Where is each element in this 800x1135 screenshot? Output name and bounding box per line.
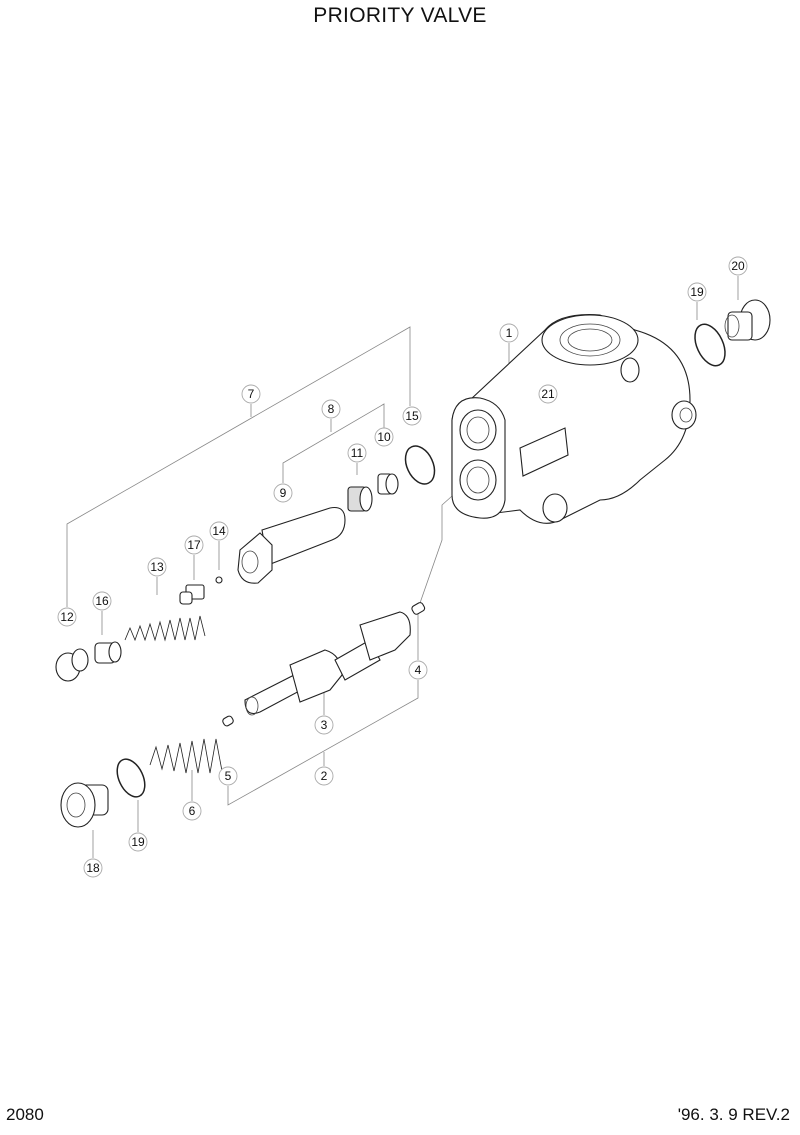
o-ring-part-19-bottom (116, 758, 146, 798)
svg-text:2: 2 (321, 769, 328, 783)
balloon-11: 11 (347, 443, 367, 463)
filter-part-11 (347, 486, 373, 512)
o-ring-part-15 (404, 445, 436, 485)
balloon-14: 14 (209, 521, 229, 541)
balloon-20: 20 (728, 256, 748, 276)
svg-text:11: 11 (351, 446, 364, 460)
balloon-21: 21 (538, 384, 558, 404)
svg-text:15: 15 (405, 409, 419, 423)
balloon-4: 4 (408, 660, 428, 680)
plug-part-20 (724, 299, 771, 341)
name-plate-part-21 (519, 427, 569, 477)
svg-text:7: 7 (248, 387, 255, 401)
balloon-13: 13 (147, 557, 167, 577)
balloon-1: 1 (499, 323, 519, 343)
svg-text:4: 4 (415, 663, 422, 677)
svg-text:6: 6 (189, 804, 196, 818)
balloon-5: 5 (218, 766, 238, 786)
pin-part-5 (222, 715, 234, 727)
balloon-10: 10 (374, 427, 394, 447)
balloon-6: 6 (182, 801, 202, 821)
revision-date: '96. 3. 9 REV.2 (677, 1105, 790, 1124)
poppet-part-17 (179, 584, 205, 605)
page-number: 2080 (6, 1105, 44, 1124)
o-ring-part-19-top (694, 323, 726, 367)
balloon-19-bottom: 19 (128, 832, 148, 852)
svg-text:18: 18 (86, 861, 100, 875)
plug-part-18 (60, 782, 109, 828)
pin-part-4 (411, 602, 426, 615)
spring-part-6 (149, 738, 223, 774)
ball-part-14 (215, 576, 223, 584)
svg-text:13: 13 (150, 560, 164, 574)
svg-text:21: 21 (541, 387, 555, 401)
svg-text:14: 14 (212, 524, 226, 538)
balloon-9: 9 (273, 483, 293, 503)
balloon-17: 17 (184, 535, 204, 555)
balloon-16: 16 (92, 591, 112, 611)
svg-text:8: 8 (328, 402, 335, 416)
balloon-19-top: 19 (687, 282, 707, 302)
diagram-title: PRIORITY VALVE (313, 4, 487, 27)
svg-text:16: 16 (95, 594, 109, 608)
svg-text:9: 9 (280, 486, 287, 500)
balloon-3: 3 (314, 715, 334, 735)
spring-part-13 (124, 615, 206, 642)
balloon-15: 15 (402, 406, 422, 426)
balloon-8: 8 (321, 399, 341, 419)
balloon-7: 7 (241, 384, 261, 404)
svg-text:10: 10 (377, 430, 391, 444)
plug-part-12 (55, 648, 89, 682)
svg-text:1: 1 (506, 326, 513, 340)
svg-text:12: 12 (60, 610, 74, 624)
svg-text:5: 5 (225, 769, 232, 783)
sleeve-part-16 (94, 641, 122, 664)
svg-text:19: 19 (690, 285, 704, 299)
valve-body-part-1 (451, 314, 697, 524)
svg-text:20: 20 (731, 259, 745, 273)
spool-part-3 (244, 611, 411, 716)
svg-text:19: 19 (131, 835, 145, 849)
balloon-2: 2 (314, 766, 334, 786)
svg-text:17: 17 (187, 538, 201, 552)
balloon-12: 12 (57, 607, 77, 627)
balloon-18: 18 (83, 858, 103, 878)
plug-part-9 (237, 506, 346, 584)
svg-text:3: 3 (321, 718, 328, 732)
ring-part-10 (377, 473, 399, 495)
